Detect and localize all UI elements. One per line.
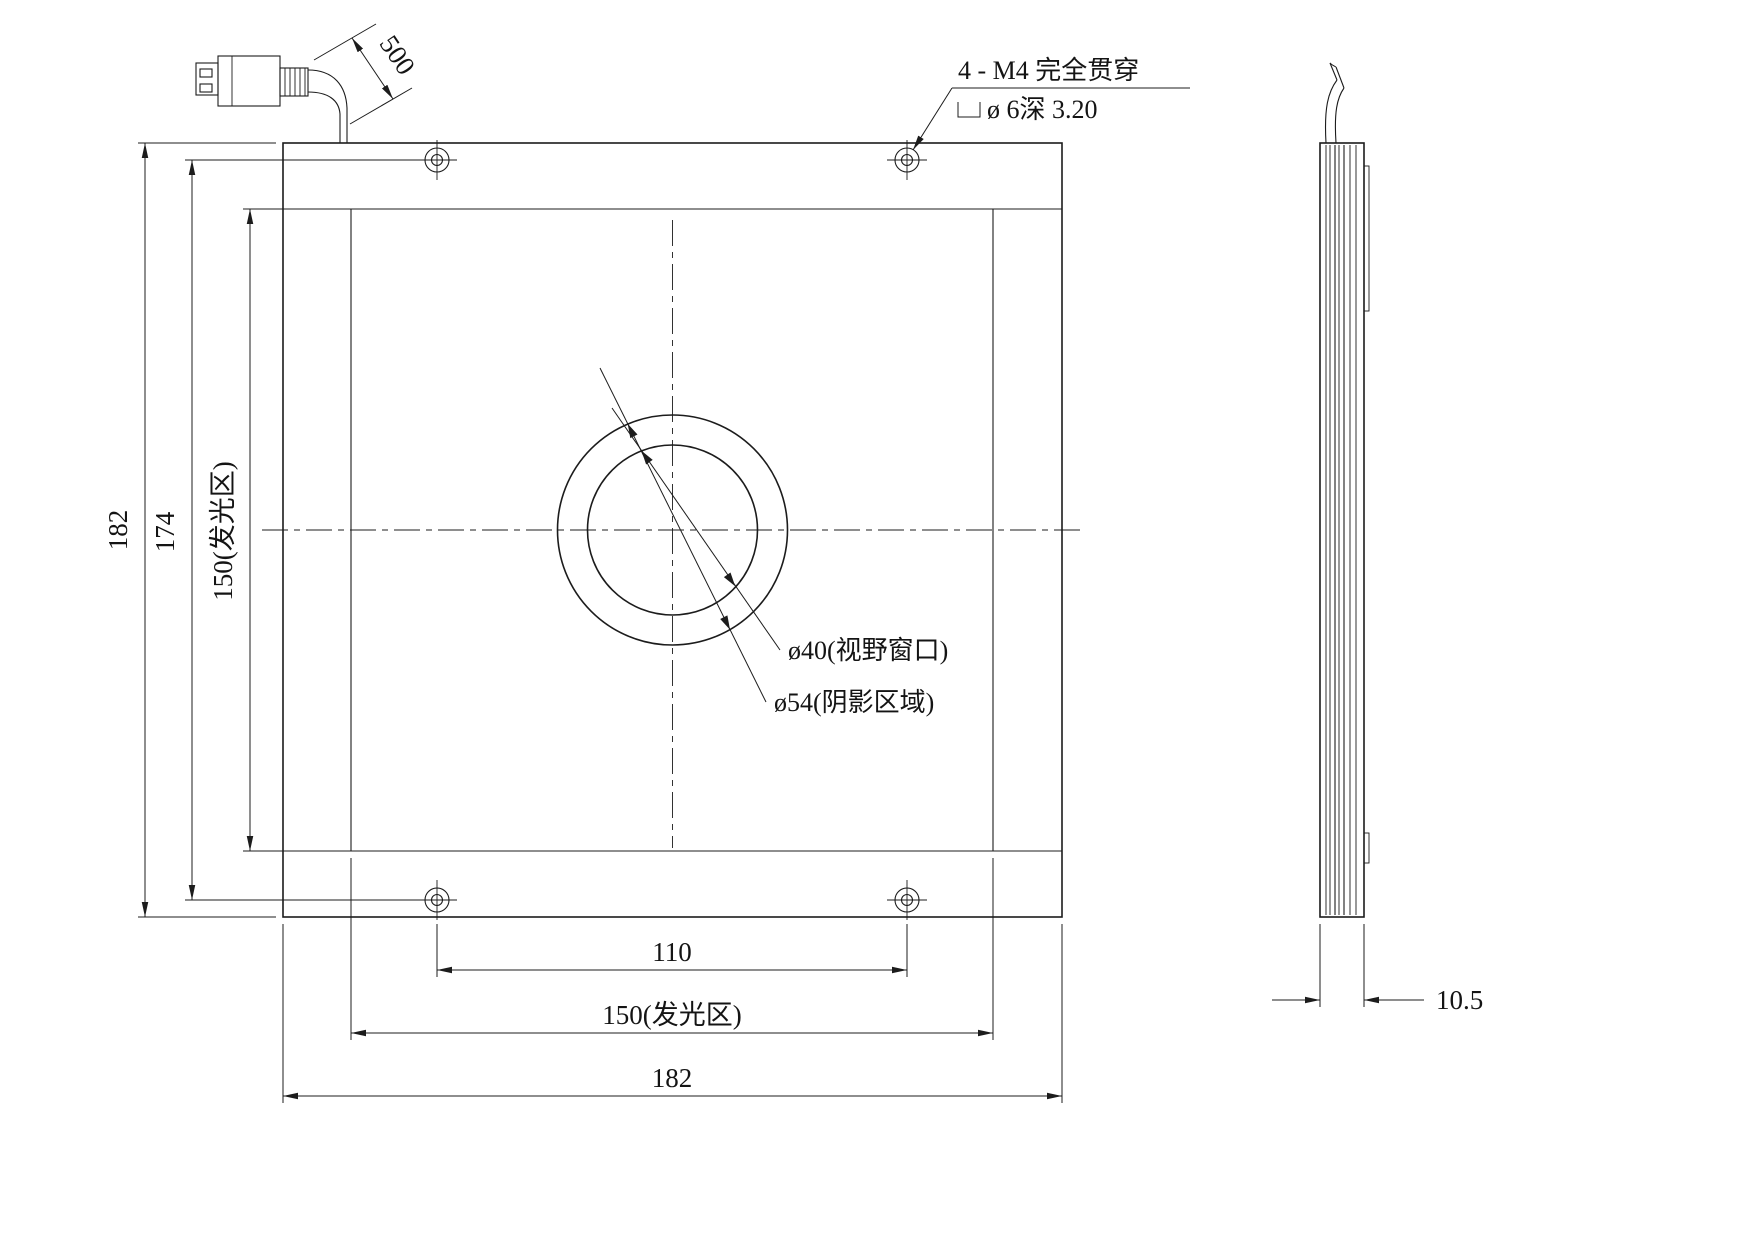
- mounting-hole-top-right: [887, 140, 927, 180]
- dim-emitting-height-label: 150(发光区): [208, 461, 238, 600]
- cable-inner-edge: [307, 91, 341, 143]
- dim-emitting-width: 150(发光区): [350, 858, 994, 1040]
- dim-emitting-width-label: 150(发光区): [602, 1000, 741, 1030]
- dim-outer-height-label: 182: [103, 510, 133, 551]
- dim-hole-spacing-v-label: 174: [150, 511, 180, 552]
- label-window: ø40(视野窗口): [788, 636, 948, 665]
- front-view: ø40(视野窗口) ø54(阴影区域) 182 174 150(发光: [103, 23, 1190, 1103]
- mounting-hole-top-left: [417, 140, 457, 180]
- label-shadow: ø54(阴影区域): [774, 688, 934, 717]
- dim-outer-height: 182: [103, 142, 276, 918]
- shadow-circle: [556, 414, 789, 646]
- cable-connector: [195, 55, 348, 143]
- dim-cable-length: 500: [313, 23, 422, 125]
- m4-callout: 4 - M4 完全贯穿 ø 6深 3.20: [912, 56, 1190, 151]
- side-clip-bottom: [1363, 832, 1370, 864]
- side-profile: [1319, 142, 1370, 918]
- dim-cable-length-label: 500: [374, 30, 422, 80]
- leader-shadow: ø54(阴影区域): [599, 367, 934, 717]
- window-circle: [586, 444, 759, 616]
- mounting-hole-bottom-right: [887, 880, 927, 920]
- dim-hole-spacing-h-label: 110: [652, 937, 692, 967]
- dim-emitting-height: 150(发光区): [208, 208, 345, 852]
- dim-thickness: 10.5: [1272, 924, 1483, 1015]
- dim-thickness-label: 10.5: [1436, 985, 1483, 1015]
- side-view: 10.5: [1272, 62, 1483, 1015]
- counterbore-icon: [957, 102, 981, 118]
- m4-leader: [912, 87, 953, 151]
- dim-hole-spacing-v: 174: [150, 159, 423, 901]
- thread-note: 4 - M4 完全贯穿: [958, 56, 1139, 85]
- side-cable: [1324, 62, 1345, 144]
- leader-window: ø40(视野窗口): [611, 407, 948, 665]
- side-clip-top: [1363, 165, 1370, 312]
- dim-outer-width: 182: [282, 924, 1063, 1103]
- mounting-hole-bottom-left: [417, 880, 457, 920]
- dim-hole-spacing-h: 110: [436, 924, 908, 977]
- center-lines: [262, 220, 1083, 848]
- counterbore-note: ø 6深 3.20: [987, 95, 1098, 124]
- cable-outer-edge: [307, 69, 348, 143]
- dim-outer-width-label: 182: [652, 1063, 693, 1093]
